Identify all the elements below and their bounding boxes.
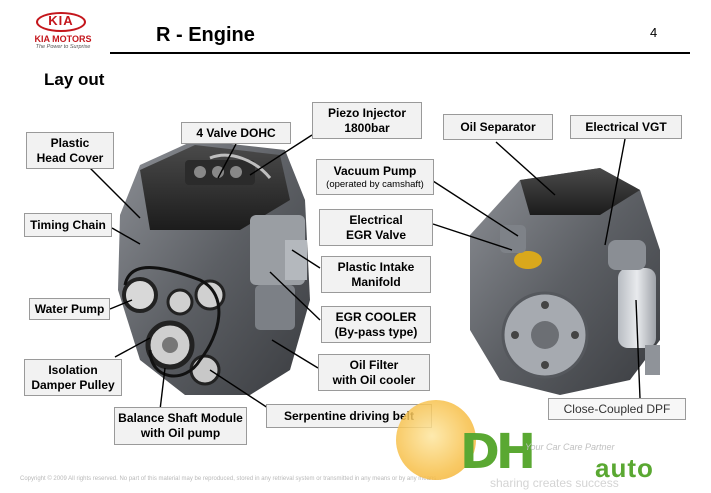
label-oil-filter: Oil Filter with Oil cooler — [318, 354, 430, 391]
label-plastic-head-cover: Plastic Head Cover — [26, 132, 114, 169]
kia-logo-tagline: The Power to Surprise — [35, 44, 91, 50]
section-title: Lay out — [44, 70, 105, 89]
label-electrical-vgt: Electrical VGT — [570, 115, 682, 139]
label-water-pump: Water Pump — [29, 298, 110, 320]
label-balance-shaft-module: Balance Shaft Module with Oil pump — [114, 407, 247, 445]
watermark-sun-icon — [396, 400, 476, 480]
label-egr-cooler: EGR COOLER (By-pass type) — [321, 306, 431, 343]
page-title: R - Engine — [156, 24, 255, 46]
left-engine-illustration — [118, 140, 310, 395]
right-engine-illustration — [470, 168, 660, 395]
watermark: DH Your Car Care Partner auto sharing cr… — [390, 398, 710, 493]
header-divider — [110, 52, 690, 54]
kia-logo: KIA KIA MOTORS The Power to Surprise — [28, 10, 98, 52]
label-isolation-damper-pulley: Isolation Damper Pulley — [24, 359, 122, 396]
label-oil-separator: Oil Separator — [443, 114, 553, 140]
label-timing-chain: Timing Chain — [24, 213, 112, 237]
kia-logo-motors: KIA MOTORS — [34, 34, 92, 44]
watermark-brand-mark: DH — [460, 424, 536, 480]
watermark-tagline: Your Car Care Partner — [525, 442, 615, 452]
kia-logo-oval — [36, 12, 86, 32]
label-piezo-injector: Piezo Injector 1800bar — [312, 102, 422, 139]
copyright-notice: Copyright © 2009 All rights reserved. No… — [20, 476, 442, 482]
label-plastic-intake-manifold: Plastic Intake Manifold — [321, 256, 431, 293]
kia-logo-brand: KIA — [48, 13, 74, 28]
label-close-coupled-dpf: Close-Coupled DPF — [548, 398, 686, 420]
label-electrical-egr-valve: Electrical EGR Valve — [319, 209, 433, 246]
leader-lines — [89, 134, 641, 411]
label-vacuum-pump: Vacuum Pump (operated by camshaft) — [316, 159, 434, 195]
watermark-brand-auto: auto — [595, 453, 654, 483]
label-4-valve-dohc: 4 Valve DOHC — [181, 122, 291, 144]
page-number: 4 — [650, 25, 658, 40]
watermark-slogan: sharing creates success — [490, 476, 619, 490]
